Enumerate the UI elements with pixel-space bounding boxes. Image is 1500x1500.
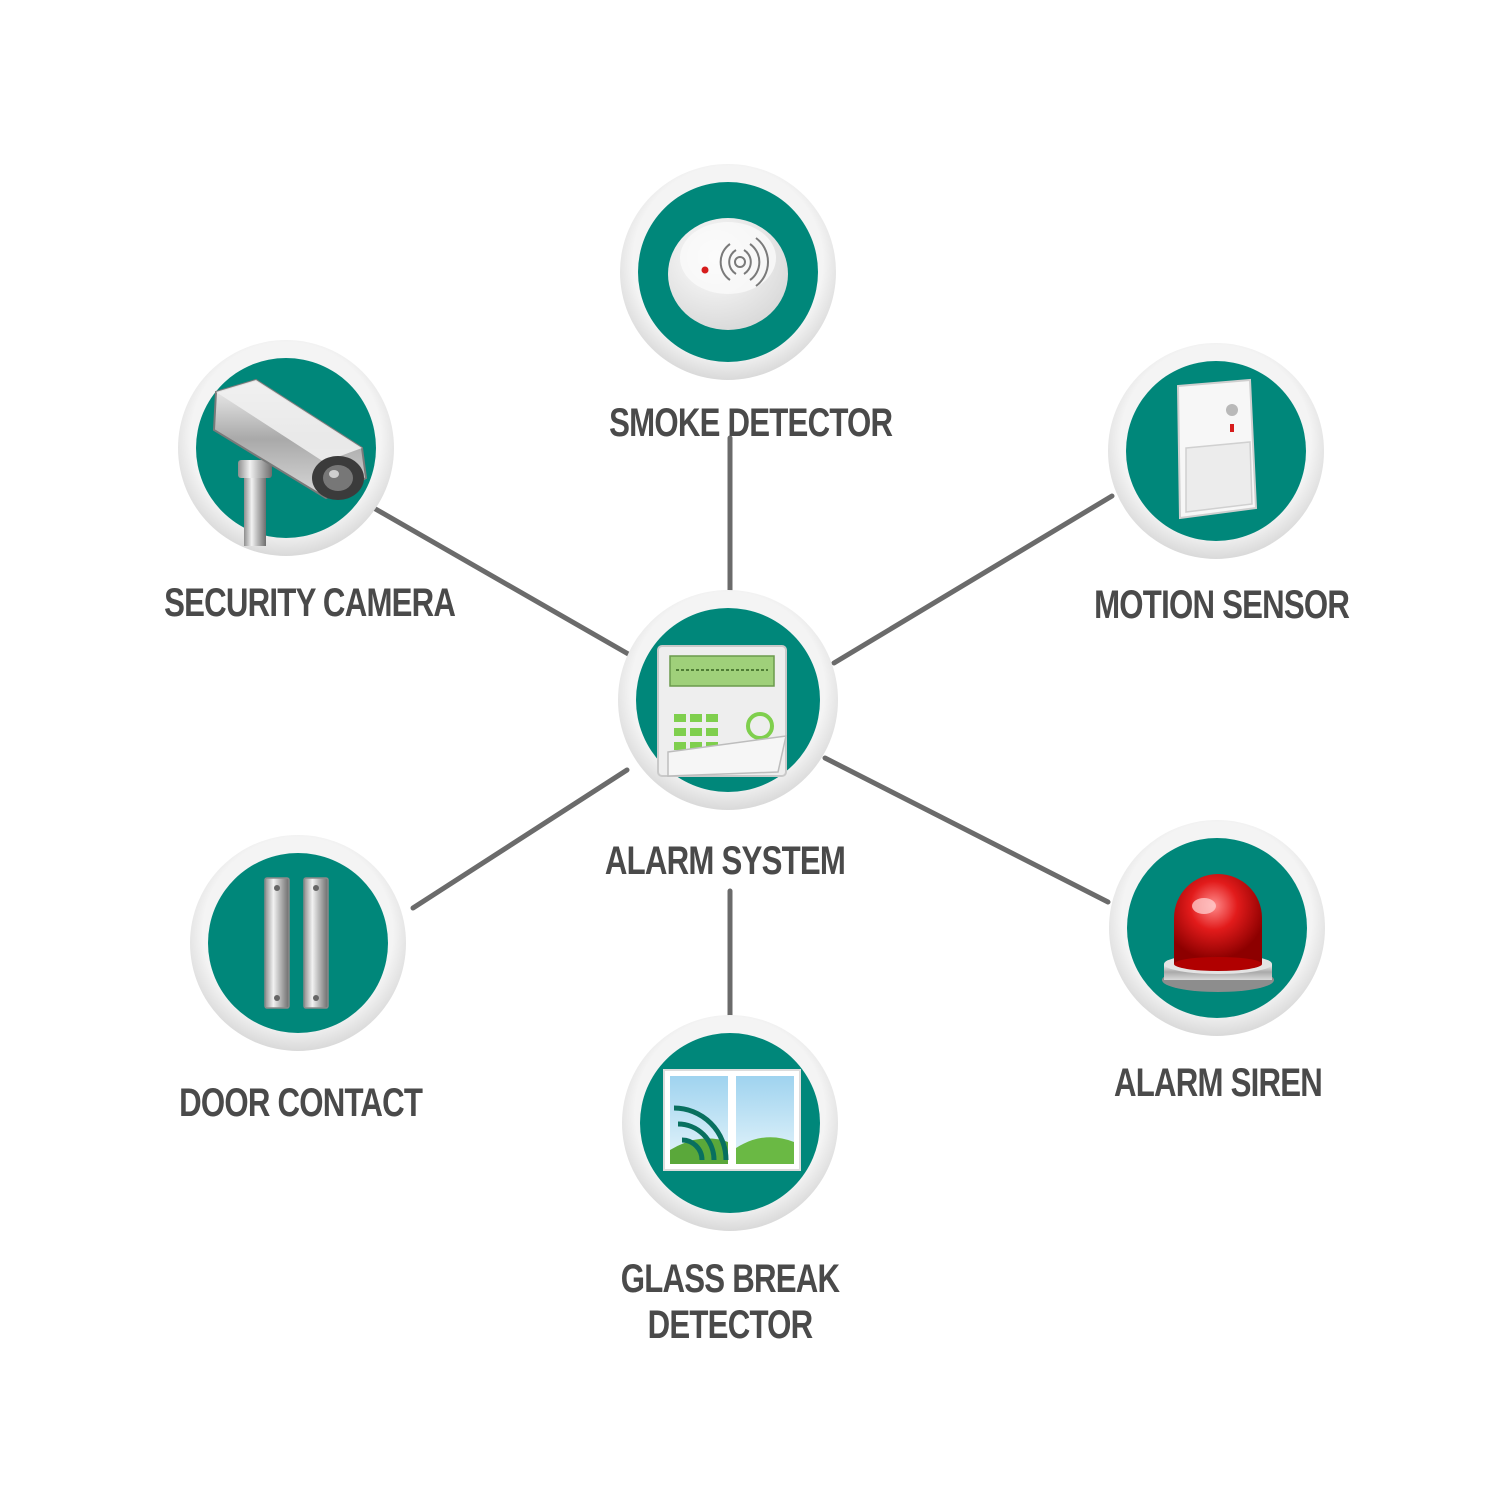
label-smoke-detector: SMOKE DETECTOR [609, 398, 851, 448]
node-glass-break [622, 1015, 838, 1231]
glass-break-icon [664, 1070, 800, 1170]
label-alarm-siren: ALARM SIREN [1097, 1058, 1339, 1108]
label-glass-break-line2: DETECTOR [609, 1300, 851, 1350]
node-alarm-system [618, 590, 838, 810]
connector-motion-sensor [834, 496, 1112, 663]
node-disc [208, 853, 388, 1033]
node-door-contact [190, 835, 406, 1051]
label-security-camera: SECURITY CAMERA [164, 578, 406, 628]
node-security-camera [178, 340, 394, 556]
motion-sensor-icon [1178, 380, 1256, 518]
label-alarm-system: ALARM SYSTEM [604, 836, 846, 886]
label-glass-break-line1: GLASS BREAK [609, 1254, 851, 1304]
connector-alarm-siren [825, 758, 1108, 902]
smoke-detector-icon [668, 218, 788, 330]
alarm-keypad-icon [658, 646, 786, 776]
node-smoke-detector [620, 164, 836, 380]
label-door-contact: DOOR CONTACT [179, 1078, 421, 1128]
connector-door-contact [413, 770, 627, 908]
node-motion-sensor [1108, 343, 1324, 559]
label-motion-sensor: MOTION SENSOR [1094, 580, 1336, 630]
node-alarm-siren [1109, 820, 1325, 1036]
